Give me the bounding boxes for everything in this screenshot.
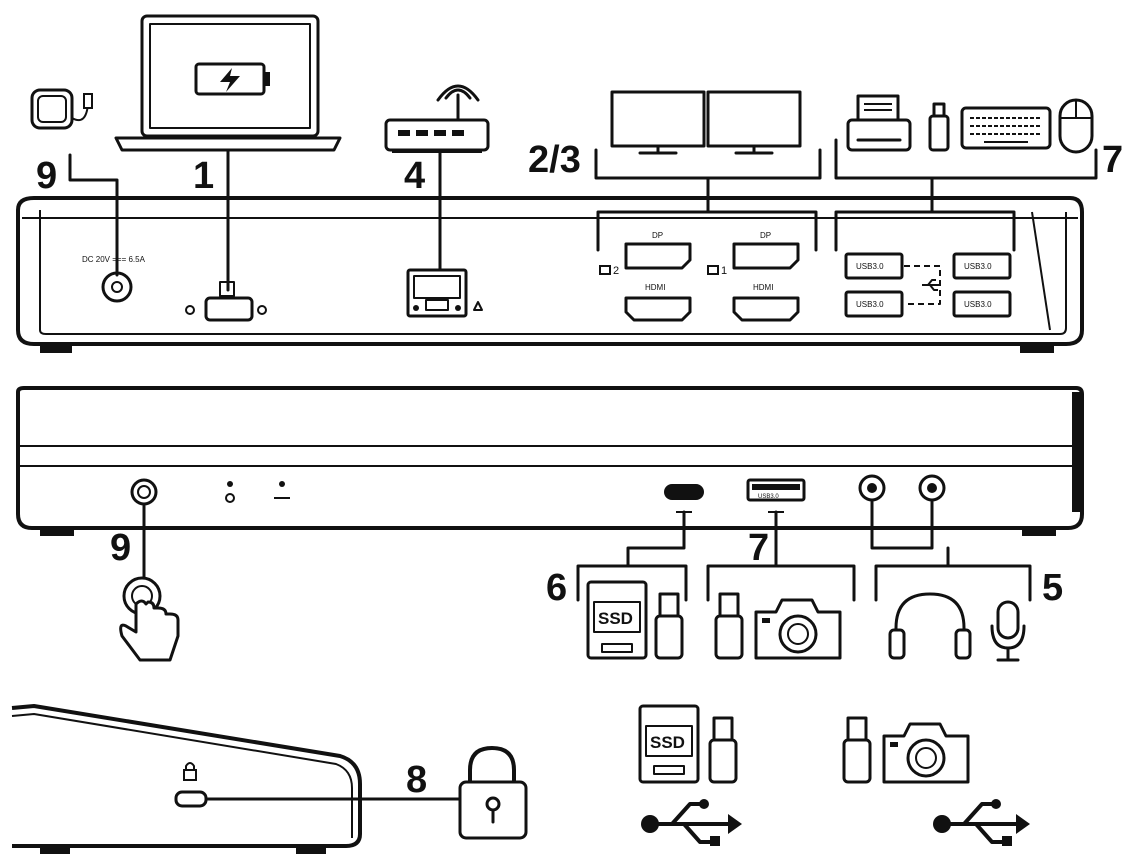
- usb-a-port-icon: USB3.0: [952, 290, 1012, 318]
- keyboard-icon: [960, 106, 1052, 150]
- battery-charging-icon: [194, 62, 270, 96]
- adapter-icon: [30, 88, 93, 130]
- callout-7-front-usb: 7: [748, 527, 769, 569]
- usb-symbol-icon: [641, 799, 742, 846]
- usb-a-port-icon: USB3.0: [844, 290, 904, 318]
- usb-a-2-label: USB3.0: [964, 262, 992, 271]
- hdmi-left-label: HDMI: [645, 283, 665, 292]
- callout-9-power: 9: [110, 527, 131, 569]
- callout-9-dc: 9: [36, 155, 57, 197]
- usb-a-4-label: USB3.0: [964, 300, 992, 309]
- power-led-indicator: [225, 481, 235, 503]
- usb-stick-icon: [928, 102, 950, 152]
- audio-jack-icon: [918, 474, 946, 502]
- usb-a-port-icon: USB3.0: [952, 252, 1012, 280]
- front-usb-a-label: USB3.0: [758, 494, 779, 500]
- usb-led-indicator: [274, 481, 290, 499]
- callout-5-audio: 5: [1042, 567, 1063, 609]
- ethernet-port-icon: [406, 268, 483, 318]
- usb-symbol-icon: [922, 279, 940, 291]
- ssd-icon: SSD: [638, 704, 700, 784]
- ssd-icon: SSD: [586, 580, 648, 660]
- ssd-front-label: SSD: [598, 609, 633, 628]
- usb-stick-icon: [708, 716, 738, 784]
- usb-a-port-icon: USB3.0: [746, 478, 806, 513]
- usb-a-port-icon: USB3.0: [844, 252, 904, 280]
- laptop-icon: [114, 14, 342, 152]
- laptop-connector-port: [185, 281, 267, 322]
- display-1-indicator: 1: [707, 265, 727, 277]
- padlock-icon: [458, 746, 528, 840]
- displayport-icon: DP: [624, 231, 692, 270]
- usb-symbol-icon: [933, 799, 1030, 846]
- callout-8-lock: 8: [406, 759, 427, 801]
- dp-right-label: DP: [760, 231, 771, 240]
- usb-stick-icon: [654, 592, 684, 660]
- callout-1-laptop: 1: [193, 155, 214, 197]
- dock-side-view: [11, 704, 362, 854]
- usb-a-1-label: USB3.0: [856, 262, 884, 271]
- hdmi-right-label: HDMI: [753, 283, 773, 292]
- camera-icon: [754, 598, 842, 660]
- callout-4-network: 4: [404, 155, 425, 197]
- dc-in-label: DC 20V === 6.5A: [82, 255, 146, 264]
- dp-left-label: DP: [652, 231, 663, 240]
- microphone-icon: [990, 600, 1026, 662]
- callout-6-usb-c: 6: [546, 567, 567, 609]
- monitor-icon: [706, 90, 802, 155]
- lock-slot-icon: [174, 762, 208, 808]
- ssd-bottom-label: SSD: [650, 733, 685, 752]
- display-1-label: 1: [721, 265, 727, 277]
- display-2-label: 2: [613, 265, 619, 277]
- headphones-icon: [888, 592, 972, 660]
- monitor-icon: [610, 90, 706, 155]
- displayport-icon: DP: [732, 231, 800, 270]
- display-2-indicator: 2: [599, 265, 619, 277]
- printer-icon: [846, 94, 912, 152]
- dc-in-port: DC 20V === 6.5A: [82, 255, 146, 303]
- callout-2-3-displays: 2/3: [528, 139, 581, 181]
- camera-icon: [882, 722, 970, 784]
- hdmi-icon: HDMI: [624, 283, 692, 322]
- callout-7-usb: 7: [1102, 139, 1123, 181]
- hdmi-icon: HDMI: [732, 283, 800, 322]
- router-icon: [384, 84, 490, 153]
- usb-c-port-icon: [664, 484, 704, 513]
- hand-press-icon: [119, 576, 180, 662]
- power-button-icon: [130, 478, 158, 506]
- mouse-icon: [1058, 98, 1094, 154]
- usb-stick-icon: [714, 592, 744, 660]
- usb-a-3-label: USB3.0: [856, 300, 884, 309]
- usb-stick-icon: [842, 716, 872, 784]
- audio-jack-icon: [858, 474, 886, 502]
- dock-front-panel: [16, 386, 1084, 536]
- dock-rear-panel: [16, 196, 1084, 353]
